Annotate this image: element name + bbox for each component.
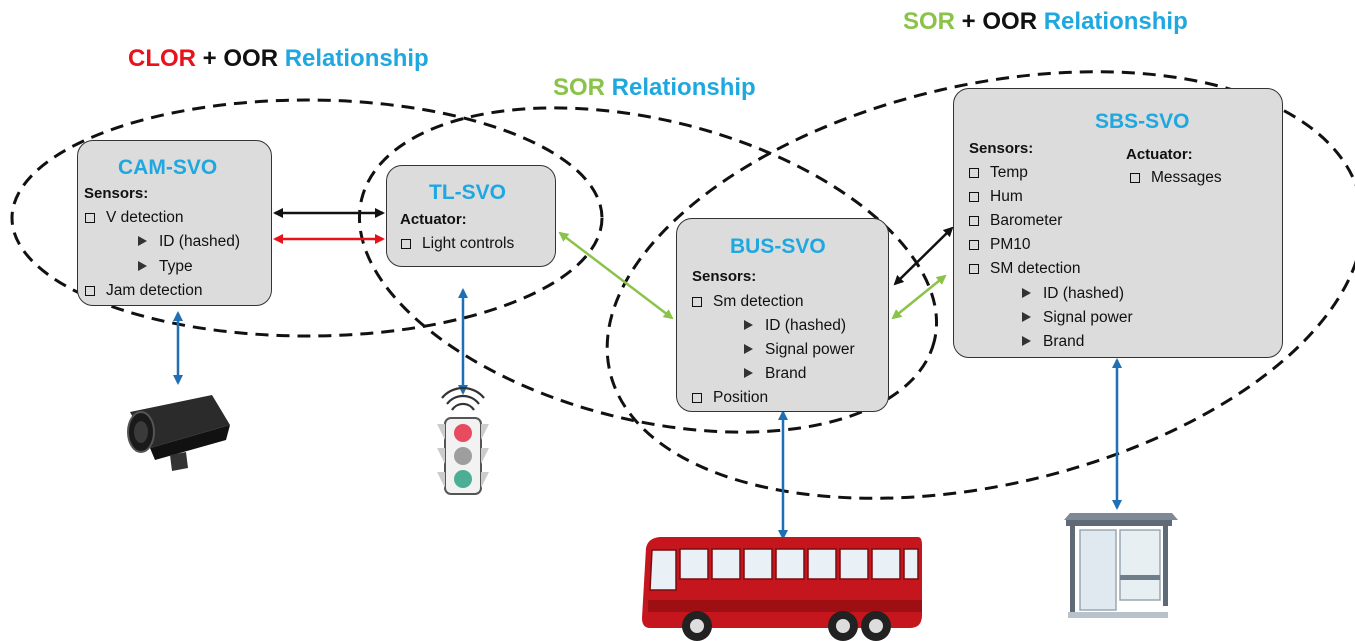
bus-svo-title: BUS-SVO	[730, 235, 826, 258]
sensor-label: PM10	[990, 236, 1031, 253]
sensor-label: Position	[713, 389, 769, 406]
tl-actuator-item: Light controls	[401, 235, 514, 253]
arrow-bullet-icon	[138, 261, 147, 271]
checkbox-icon	[692, 393, 702, 403]
clor-word: CLOR	[128, 45, 196, 72]
checkbox-icon	[969, 264, 979, 274]
bus-sensors-label: Sensors:	[692, 268, 757, 285]
sbs-sensor-item: PM10	[969, 236, 1031, 254]
actuator-label: Messages	[1151, 169, 1222, 186]
checkbox-icon	[969, 192, 979, 202]
clor-oor-ellipse	[10, 98, 604, 338]
arrow-bullet-icon	[744, 320, 753, 330]
relationship-word: Relationship	[1037, 8, 1188, 35]
cam-sensors-label: Sensors:	[84, 185, 149, 202]
subitem-label: ID (hashed)	[765, 317, 846, 334]
arrow-bullet-icon	[1022, 288, 1031, 298]
relationship-word: Relationship	[278, 45, 429, 72]
sor-heading: SOR Relationship	[553, 74, 756, 102]
arrow-bullet-icon	[744, 368, 753, 378]
checkbox-icon	[969, 168, 979, 178]
arrow-bullet-icon	[744, 344, 753, 354]
sbs-sensors-label: Sensors:	[969, 140, 1034, 157]
sbs-svo-title: SBS-SVO	[1095, 110, 1190, 133]
sor-word: SOR	[903, 8, 956, 35]
sor-word: SOR	[553, 74, 606, 101]
arrow-bullet-icon	[1022, 336, 1031, 346]
sbs-sensor-item: Temp	[969, 164, 1028, 182]
subitem-label: Signal power	[1043, 309, 1133, 326]
subitem-label: Brand	[1043, 333, 1085, 350]
sensor-label: SM detection	[990, 260, 1081, 277]
sensor-label: V detection	[106, 209, 184, 226]
oor-word: OOR	[223, 45, 279, 72]
bus-stop-icon	[1064, 513, 1178, 618]
plus-sign: +	[955, 8, 983, 35]
sensor-label: Temp	[990, 164, 1028, 181]
tl-svo-title: TL-SVO	[429, 181, 506, 204]
checkbox-icon	[969, 240, 979, 250]
sor-ellipse	[357, 106, 939, 434]
cam-svo-title: CAM-SVO	[118, 156, 218, 179]
bus-sensor-subitem: Signal power	[744, 341, 855, 359]
cam-sensor-item: V detection	[85, 209, 184, 227]
traffic-light-icon	[437, 386, 489, 495]
tl-svo-box: TL-SVO Actuator: Light controls	[386, 165, 556, 267]
sbs-sensor-item: SM detection	[969, 260, 1080, 278]
sbs-sensor-subitem: Signal power	[1022, 309, 1133, 327]
bus-svo-box: BUS-SVO Sensors: Sm detection ID (hashed…	[676, 218, 889, 412]
bus-sbs-oor-arrow	[893, 226, 954, 286]
cam-sensor-subitem: ID (hashed)	[138, 233, 240, 251]
checkbox-icon	[401, 239, 411, 249]
checkbox-icon	[969, 216, 979, 226]
arrow-bullet-icon	[138, 236, 147, 246]
tl-actuator-label: Actuator:	[400, 211, 467, 228]
checkbox-icon	[85, 286, 95, 296]
sor-oor-heading: SOR + OOR Relationship	[903, 8, 1188, 36]
oor-word: OOR	[982, 8, 1038, 35]
sensor-label: Jam detection	[106, 282, 203, 299]
sensor-label: Barometer	[990, 212, 1063, 229]
subitem-label: ID (hashed)	[159, 233, 240, 250]
sbs-sensor-item: Barometer	[969, 212, 1062, 230]
sensor-label: Sm detection	[713, 293, 804, 310]
checkbox-icon	[692, 297, 702, 307]
bus-sensor-subitem: ID (hashed)	[744, 317, 846, 335]
sbs-sensor-subitem: Brand	[1022, 333, 1084, 351]
arrow-bullet-icon	[1022, 312, 1031, 322]
sbs-svo-box: SBS-SVO Sensors: Actuator: Messages Temp…	[953, 88, 1283, 358]
bus-sensor-item: Sm detection	[692, 293, 803, 311]
sbs-actuator-item: Messages	[1130, 169, 1222, 187]
sensor-label: Hum	[990, 188, 1023, 205]
subitem-label: ID (hashed)	[1043, 285, 1124, 302]
cam-svo-box: CAM-SVO Sensors: V detection ID (hashed)…	[77, 140, 272, 306]
bus-sensor-item: Position	[692, 389, 768, 407]
relationship-word: Relationship	[605, 74, 756, 101]
sbs-sensor-item: Hum	[969, 188, 1023, 206]
actuator-label: Light controls	[422, 235, 515, 252]
bus-sensor-subitem: Brand	[744, 365, 806, 383]
subitem-label: Signal power	[765, 341, 855, 358]
bus-icon	[642, 537, 922, 641]
bus-sbs-sor-arrow	[891, 274, 947, 320]
cam-sensor-item: Jam detection	[85, 282, 203, 300]
cctv-camera-icon	[127, 395, 230, 471]
tl-bus-sor-arrow	[558, 231, 674, 320]
checkbox-icon	[85, 213, 95, 223]
sbs-actuator-label: Actuator:	[1126, 146, 1193, 163]
checkbox-icon	[1130, 173, 1140, 183]
clor-oor-heading: CLOR + OOR Relationship	[128, 45, 429, 73]
cam-sensor-subitem: Type	[138, 258, 193, 276]
sor-oor-ellipse	[605, 70, 1355, 500]
subitem-label: Type	[159, 258, 193, 275]
subitem-label: Brand	[765, 365, 807, 382]
plus-sign: +	[196, 45, 224, 72]
sbs-sensor-subitem: ID (hashed)	[1022, 285, 1124, 303]
